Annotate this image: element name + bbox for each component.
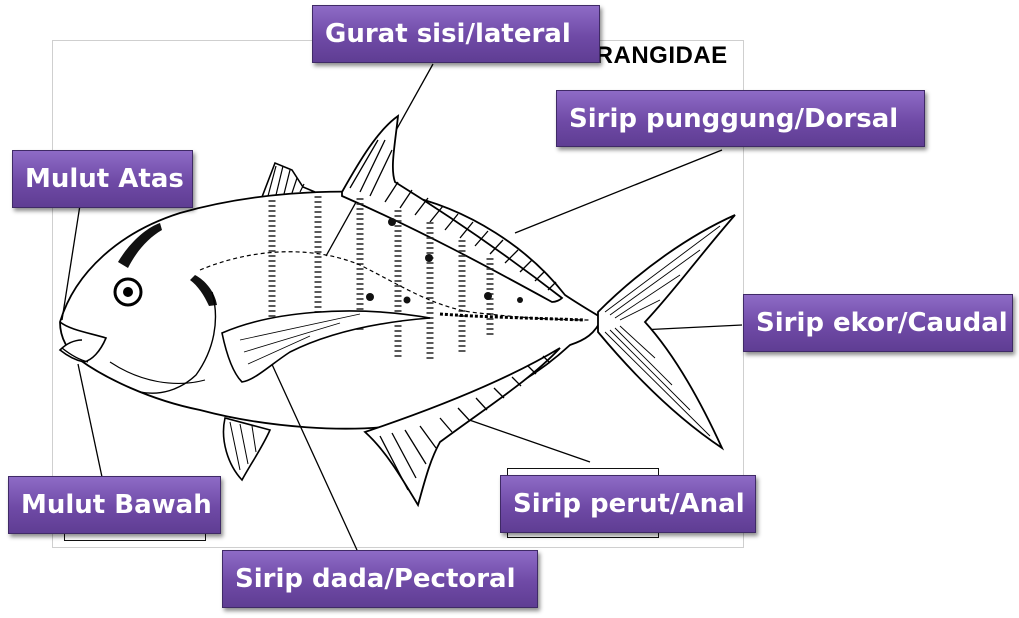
second-dorsal-fin bbox=[341, 114, 564, 303]
pelvic-fin bbox=[222, 417, 272, 482]
mouth bbox=[58, 321, 108, 363]
label-sirip-perut: Sirip perut/Anal bbox=[500, 475, 756, 533]
anal-rays bbox=[379, 355, 551, 491]
first-dorsal-fin bbox=[261, 161, 316, 198]
gill-spot bbox=[190, 275, 217, 306]
leader-dorsal bbox=[514, 149, 723, 234]
label-sirip-dada: Sirip dada/Pectoral bbox=[222, 550, 538, 608]
anal-fin bbox=[363, 347, 561, 508]
leader-anal bbox=[454, 414, 591, 463]
label-mulut-bawah: Mulut Bawah bbox=[8, 476, 221, 534]
first-dorsal-rays bbox=[267, 165, 305, 197]
second-dorsal-rays bbox=[349, 139, 557, 291]
leader-pectoral bbox=[269, 359, 358, 551]
pectoral-fin bbox=[221, 310, 431, 383]
label-sirip-ekor: Sirip ekor/Caudal bbox=[743, 294, 1013, 352]
body-spots bbox=[366, 218, 523, 304]
leader-caudal bbox=[639, 324, 743, 331]
leader-mulut-bawah bbox=[77, 363, 103, 478]
fish-body bbox=[59, 190, 604, 430]
caudal-rays bbox=[604, 225, 721, 437]
leader-mulut-atas bbox=[61, 204, 81, 321]
gill-cover bbox=[139, 291, 217, 394]
pectoral-rays bbox=[239, 313, 361, 365]
head-bar bbox=[118, 223, 162, 268]
pelvic-rays bbox=[229, 421, 257, 471]
lower-jaw bbox=[61, 347, 89, 363]
label-sirip-punggung: Sirip punggung/Dorsal bbox=[556, 90, 925, 147]
label-gurat-sisi: Gurat sisi/lateral bbox=[312, 5, 600, 63]
eye-pupil bbox=[123, 287, 133, 297]
scutes bbox=[439, 312, 586, 322]
label-mulut-atas: Mulut Atas bbox=[12, 150, 193, 208]
cheek bbox=[109, 361, 206, 384]
